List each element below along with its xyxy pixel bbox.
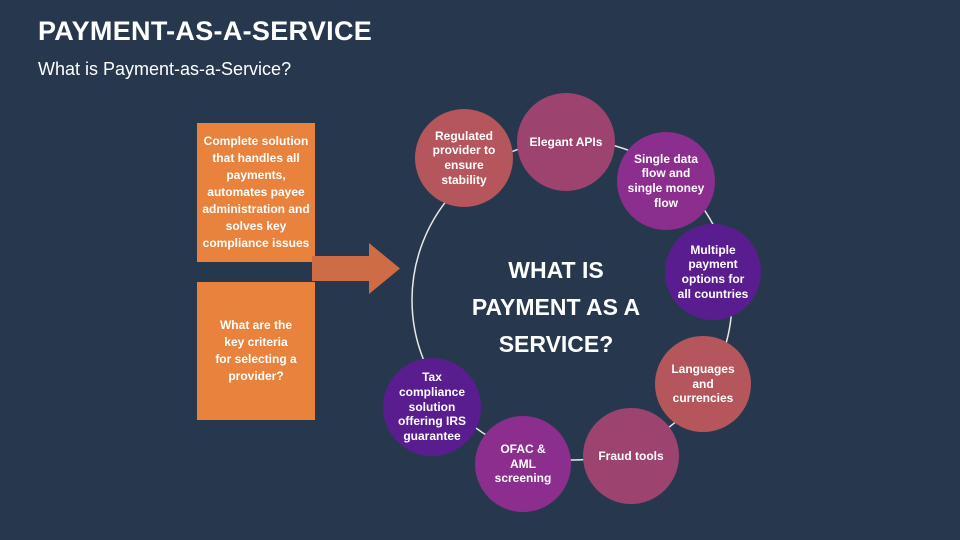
slide-title: PAYMENT-AS-A-SERVICE xyxy=(38,16,373,46)
slide-subtitle: What is Payment-as-a-Service? xyxy=(38,59,292,79)
diagram-center-title: WHAT IS PAYMENT AS A SERVICE? xyxy=(471,257,641,357)
circle-languages-currencies: Languages and currencies xyxy=(655,336,751,432)
circle-fraud-tools: Fraud tools xyxy=(583,408,679,504)
right-arrow-shape xyxy=(312,243,400,294)
circle-regulated-provider: Regulated provider to ensure stability xyxy=(415,109,513,207)
circle-single-data-flow: Single data flow and single money flow xyxy=(617,132,715,230)
circle-elegant-apis: Elegant APIs xyxy=(517,93,615,191)
circle-tax-compliance: Tax compliance solution offering IRS gua… xyxy=(383,358,481,456)
circle-ofac-aml-screening: OFAC & AML screening xyxy=(475,416,571,512)
info-box-complete-solution: Complete solution that handles all payme… xyxy=(197,123,315,262)
info-box-key-criteria: What are the key criteria for selecting … xyxy=(197,282,315,420)
circle-multiple-payment-options: Multiple payment options for all countri… xyxy=(665,224,761,320)
